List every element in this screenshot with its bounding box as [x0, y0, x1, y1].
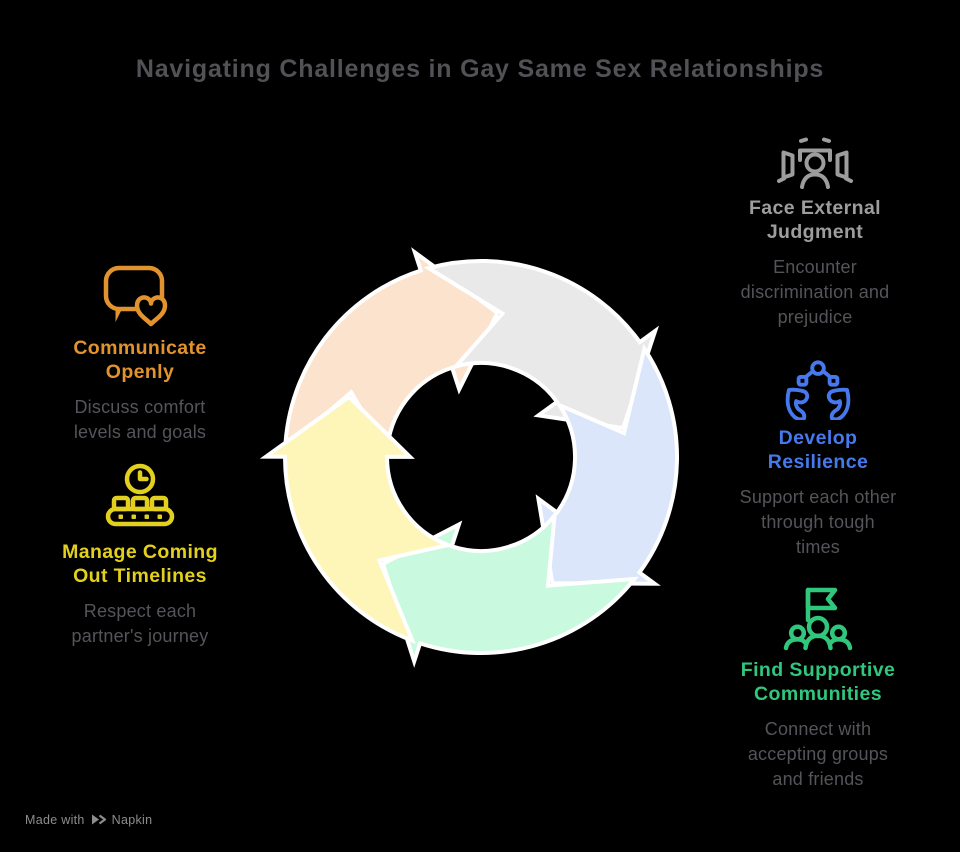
- item-heading: Find Supportive Communities: [740, 659, 896, 705]
- speech-bubble-heart-icon: [103, 265, 168, 327]
- item-face-external-judgment: Face External Judgment Encounter discrim…: [715, 130, 915, 330]
- item-heading: Develop Resilience: [767, 427, 869, 473]
- cycle-arrow-face-external-judgment: [423, 259, 660, 431]
- cycle-arrow-manage-coming-out-timelines: [259, 394, 456, 645]
- cycle-arrow-develop-resilience: [535, 343, 680, 586]
- judgment-panel-icon: [777, 137, 853, 189]
- made-with-napkin-badge: Made with Napkin: [25, 812, 152, 827]
- item-description: Encounter discrimination and prejudice: [740, 257, 890, 327]
- community-flag-icon: [783, 587, 853, 651]
- item-description: Support each other through tough times: [739, 487, 897, 557]
- item-find-supportive-communities: Find Supportive Communities Connect with…: [718, 584, 918, 792]
- item-heading: Face External Judgment: [748, 197, 882, 243]
- item-heading: Communicate Openly: [73, 337, 207, 383]
- napkin-logo-icon: [91, 814, 106, 825]
- item-manage-coming-out-timelines: Manage Coming Out Timelines Respect each…: [40, 462, 240, 649]
- page-title: Navigating Challenges in Gay Same Sex Re…: [135, 55, 825, 83]
- cycle-arrow-find-supportive-communities: [380, 509, 639, 668]
- brand-label: Napkin: [111, 812, 153, 827]
- item-communicate-openly: Communicate Openly Discuss comfort level…: [40, 264, 240, 445]
- clock-conveyor-timeline-icon: [105, 463, 175, 527]
- hands-support-icon: [785, 360, 851, 420]
- item-description: Connect with accepting groups and friend…: [747, 719, 889, 789]
- item-heading: Manage Coming Out Timelines: [62, 541, 218, 587]
- item-description: Discuss comfort levels and goals: [73, 397, 207, 442]
- item-description: Respect each partner's journey: [71, 601, 209, 646]
- made-with-label: Made with: [25, 812, 85, 827]
- cycle-diagram: [259, 247, 680, 668]
- item-develop-resilience: Develop Resilience Support each other th…: [718, 358, 918, 560]
